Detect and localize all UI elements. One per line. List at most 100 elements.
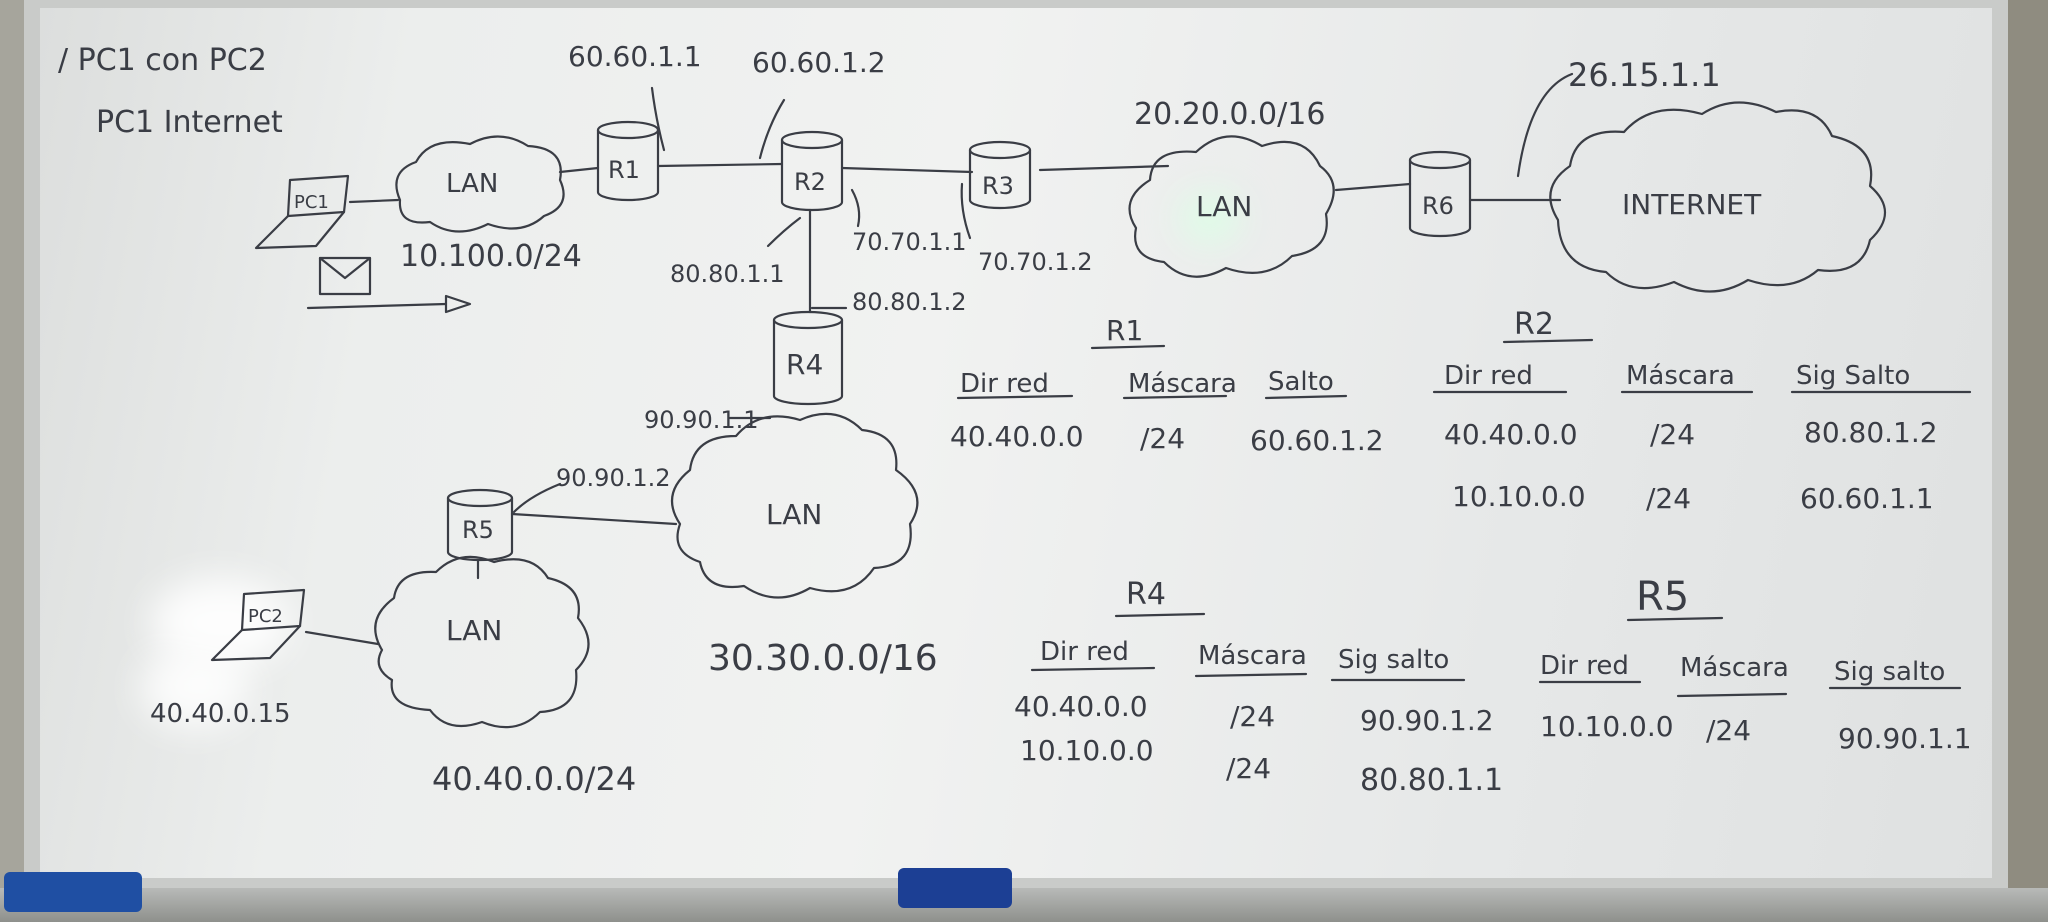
arrow-r5-ip [512, 482, 562, 514]
table-r5-header-next: Sig salto [1834, 657, 1945, 687]
label-r4: R4 [786, 348, 823, 381]
wire-r1-r2 [656, 162, 784, 168]
wire-r2-r3 [840, 166, 974, 174]
arrow-internet-ip [1516, 72, 1574, 178]
label-pc1: PC1 [294, 192, 329, 213]
table-r4-cell: /24 [1230, 700, 1275, 733]
table-r5-cell: 10.10.0.0 [1540, 710, 1674, 743]
wire-r3-lan [1038, 164, 1170, 172]
cloud-lan-3 [670, 412, 919, 599]
label-lan-1: LAN [446, 169, 498, 199]
wall-right [2000, 0, 2048, 922]
table-r2-cell: 60.60.1.1 [1800, 482, 1934, 515]
table-r4-title: R4 [1126, 577, 1166, 612]
label-r2: R2 [794, 168, 826, 196]
label-lan-2: LAN [1196, 190, 1252, 223]
table-r5-cell: 90.90.1.1 [1838, 722, 1972, 755]
table-r2-cell: 80.80.1.2 [1804, 416, 1938, 449]
ip-r4-r2: 80.80.1.2 [852, 288, 967, 316]
arrow-right-icon [306, 294, 472, 314]
table-r4-cell: 80.80.1.1 [1360, 763, 1503, 798]
table-r1-header-mask: Máscara [1128, 369, 1237, 399]
table-r4-cell: 40.40.0.0 [1014, 690, 1148, 723]
label-r6: R6 [1422, 192, 1454, 220]
table-r4-cell: 10.10.0.0 [1020, 734, 1154, 767]
table-r2-cell: /24 [1650, 418, 1695, 451]
cloud-internet [1549, 101, 1886, 293]
ip-pc2: 40.40.0.15 [150, 699, 291, 729]
arrow-r3-ip [960, 182, 972, 240]
table-r5-header-mask: Máscara [1680, 653, 1789, 683]
pc2-laptop-icon [210, 588, 306, 662]
router-r1 [596, 120, 660, 202]
table-r1-title: R1 [1106, 314, 1143, 347]
label-r1: R1 [608, 156, 640, 184]
eraser-center[interactable] [898, 868, 1012, 908]
wire-lan-r1 [558, 166, 600, 174]
table-r4-cell: /24 [1226, 752, 1271, 785]
arrow-r2-ip [758, 98, 786, 160]
eraser-left[interactable] [4, 872, 142, 912]
cloud-lan-4 [374, 555, 590, 729]
router-r5 [446, 488, 514, 562]
table-r1-cell: 40.40.0.0 [950, 420, 1084, 453]
table-r4-header-mask: Máscara [1198, 641, 1307, 671]
cloud-lan-1 [395, 135, 565, 233]
table-r2-cell: 40.40.0.0 [1444, 418, 1578, 451]
ip-r2-r3: 70.70.1.1 [852, 228, 967, 256]
label-lan-3: LAN [766, 498, 822, 531]
wire-lan-r6 [1334, 182, 1412, 192]
table-r2-title: R2 [1514, 307, 1554, 342]
ip-r2-wan: 60.60.1.2 [752, 46, 886, 79]
label-r5: R5 [462, 516, 494, 544]
whiteboard [40, 8, 1992, 878]
table-r1-header-next: Salto [1268, 367, 1334, 397]
ip-r2-r4: 80.80.1.1 [670, 260, 785, 288]
table-r2-header-dir: Dir red [1444, 361, 1533, 391]
label-pc2: PC2 [248, 606, 283, 627]
ip-r5-lan: 90.90.1.2 [556, 464, 671, 492]
net-40: 40.40.0.0/24 [432, 760, 636, 798]
wire-pc2-lan [304, 630, 380, 646]
ip-r1-wan: 60.60.1.1 [568, 40, 702, 73]
note-line-1: / PC1 con PC2 [58, 43, 267, 78]
net-30: 30.30.0.0/16 [708, 638, 938, 679]
router-r4 [772, 310, 844, 406]
envelope-icon [318, 256, 372, 296]
table-r4-header-dir: Dir red [1040, 637, 1129, 667]
table-r1-cell: 60.60.1.2 [1250, 424, 1384, 457]
note-line-2: PC1 Internet [96, 105, 283, 140]
table-r1-cell: /24 [1140, 422, 1185, 455]
table-r5-header-dir: Dir red [1540, 651, 1629, 681]
glare-3 [1180, 193, 1240, 243]
ip-internet: 26.15.1.1 [1568, 56, 1721, 94]
label-lan-4: LAN [446, 614, 502, 647]
arrow-r2-r4-ip [766, 216, 802, 248]
router-r2 [780, 130, 844, 212]
net-20: 20.20.0.0/16 [1134, 97, 1325, 132]
ip-r3-r2: 70.70.1.2 [978, 248, 1093, 276]
label-internet: INTERNET [1622, 188, 1762, 221]
net-lan-1: 10.100.0/24 [400, 239, 582, 274]
router-r6 [1408, 150, 1472, 238]
table-r4-cell: 90.90.1.2 [1360, 704, 1494, 737]
table-r2-header-mask: Máscara [1626, 361, 1735, 391]
table-r5-cell: /24 [1706, 714, 1751, 747]
arrow-r1-ip [650, 86, 666, 152]
arrow-r2-r3-ip [850, 188, 861, 228]
table-r5-title: R5 [1636, 574, 1689, 620]
table-r4-header-next: Sig salto [1338, 645, 1449, 675]
table-underlines [956, 338, 1972, 698]
table-r2-header-next: Sig Salto [1796, 361, 1910, 391]
table-r2-cell: 10.10.0.0 [1452, 480, 1586, 513]
pc1-laptop-icon [254, 174, 350, 250]
glare-2 [140, 648, 250, 728]
table-r2-cell: /24 [1646, 482, 1691, 515]
wire-lan-r5 [510, 512, 678, 526]
label-r3: R3 [982, 172, 1014, 200]
marker-tray [0, 888, 2048, 922]
router-r3 [968, 140, 1032, 210]
ip-r4-lan: 90.90.1.1 [644, 406, 759, 434]
wire-pc1-lan [348, 198, 400, 204]
